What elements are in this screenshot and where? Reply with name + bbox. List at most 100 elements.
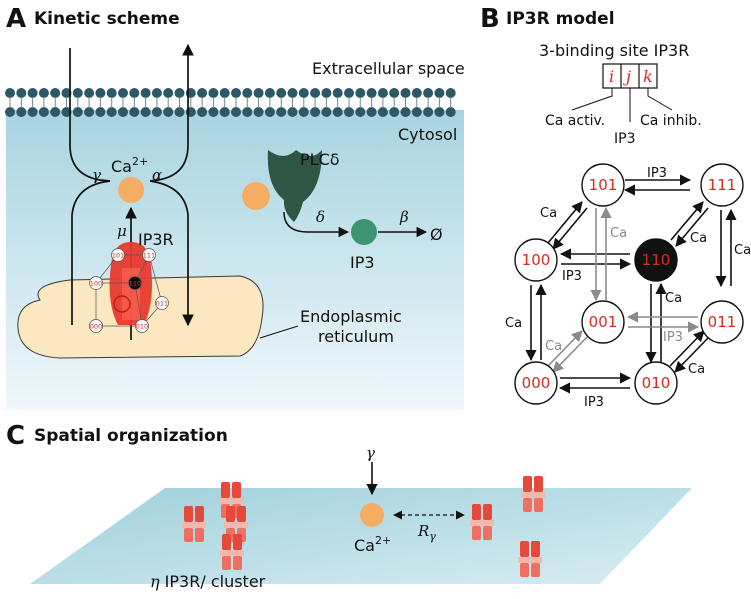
svg-text:Ca: Ca (665, 291, 682, 306)
panel-c-ca-label: Ca2+ (354, 534, 391, 555)
lipid-head (321, 107, 332, 117)
lipid-head (231, 107, 241, 117)
mini-state (142, 248, 156, 262)
lipid-head (242, 107, 253, 117)
lipid-head (163, 107, 174, 117)
lipid-head (208, 88, 219, 98)
svg-text:001: 001 (589, 313, 618, 331)
mini-state (155, 296, 169, 310)
site-label-ip3: IP3 (614, 131, 635, 147)
lipid-head (242, 88, 253, 98)
binding-site-boxes: i j k (571, 63, 673, 122)
cytosol-label: Cytosol (398, 125, 457, 144)
lipid-head (332, 107, 343, 117)
lipid-head (411, 107, 422, 117)
plc-calcium-ion (242, 182, 270, 210)
site-i: i (609, 67, 614, 86)
ip3r-channel (518, 541, 542, 577)
mini-state (128, 276, 142, 290)
lipid-head (310, 88, 321, 98)
site-k: k (643, 67, 653, 86)
lipid-head (355, 88, 366, 98)
lipid-head (84, 107, 95, 117)
panel-a-letter: A (6, 4, 26, 34)
lipid-head (344, 88, 354, 98)
mu-label: μ (117, 222, 127, 240)
panel-c-calcium-ion (360, 503, 384, 527)
lipid-head (287, 107, 298, 117)
lipid-head (276, 88, 287, 98)
lipid-head (174, 88, 185, 98)
beta-label: β (399, 208, 409, 226)
site-label-ca-inhib: Ca inhib. (640, 113, 702, 129)
lipid-head (219, 88, 230, 98)
lipid-head (72, 88, 83, 98)
state-000: 000 (514, 361, 558, 405)
lipid-head (163, 88, 174, 98)
svg-text:010: 010 (642, 374, 671, 392)
ip3-label: IP3 (350, 253, 375, 272)
svg-text:111: 111 (708, 176, 737, 194)
lipid-head (197, 107, 208, 117)
lipid-head (332, 88, 343, 98)
lipid-head (377, 88, 388, 98)
lipid-head (208, 107, 219, 117)
lipid-head (298, 88, 309, 98)
lipid-head (174, 107, 185, 117)
lipid-head (287, 88, 298, 98)
mini-state (89, 276, 103, 290)
lipid-head (151, 88, 162, 98)
lipid-head (140, 88, 151, 98)
ip3r-label: IP3R (138, 230, 174, 249)
svg-text:Ca: Ca (545, 339, 562, 354)
state-110: 110 (634, 238, 678, 282)
lipid-head (106, 107, 117, 117)
lipid-head (118, 107, 128, 117)
svg-text:110: 110 (642, 251, 671, 269)
gamma-label: γ (92, 166, 101, 184)
lipid-head (118, 88, 128, 98)
lipid-head (84, 88, 95, 98)
lipid-head (50, 107, 61, 117)
lipid-head (377, 107, 388, 117)
empty-set-label: Ø (430, 225, 443, 244)
er-label-line1: Endoplasmic (300, 307, 402, 326)
mini-state-label: 111 (143, 251, 155, 259)
lipid-head (310, 107, 321, 117)
state-010: 010 (634, 361, 678, 405)
lipid-head (140, 107, 151, 117)
panel-c: C Spatial organization γ Ca2+ Rγ η IP3R/… (6, 421, 692, 591)
mini-state-label: 101 (112, 251, 124, 259)
ip3r-subtitle: 3-binding site IP3R (539, 41, 689, 60)
lipid-head (264, 88, 275, 98)
plc-to-ip3-arrow (283, 211, 350, 238)
lipid-head (253, 107, 264, 117)
lipid-head (400, 88, 411, 98)
state-011: 011 (700, 300, 744, 344)
cytosol-region (6, 110, 464, 410)
state-101: 101 (581, 163, 625, 207)
lipid-head (253, 88, 264, 98)
lipid-head (321, 88, 332, 98)
lipid-head (95, 88, 106, 98)
svg-text:000: 000 (522, 374, 551, 392)
panel-b-title: IP3R model (506, 9, 615, 29)
mini-state (89, 319, 103, 333)
mini-state-label: 010 (136, 322, 148, 330)
lipid-head (16, 88, 27, 98)
state-transitions (525, 174, 737, 394)
ip3r-channel (220, 534, 244, 570)
lipid-head (5, 88, 15, 98)
state-001: 001 (581, 300, 625, 344)
lipid-head (129, 88, 140, 98)
mini-state (111, 248, 125, 262)
svg-text:Ca: Ca (734, 243, 751, 258)
lipid-head (366, 107, 377, 117)
mini-state-label: 011 (156, 299, 168, 307)
cluster-label: η IP3R/ cluster (150, 572, 266, 591)
lipid-head (423, 107, 434, 117)
panel-b-letter: B (480, 4, 500, 34)
site-j: j (623, 67, 631, 86)
mini-state-label: 100 (90, 279, 102, 287)
svg-text:IP3: IP3 (663, 330, 683, 345)
